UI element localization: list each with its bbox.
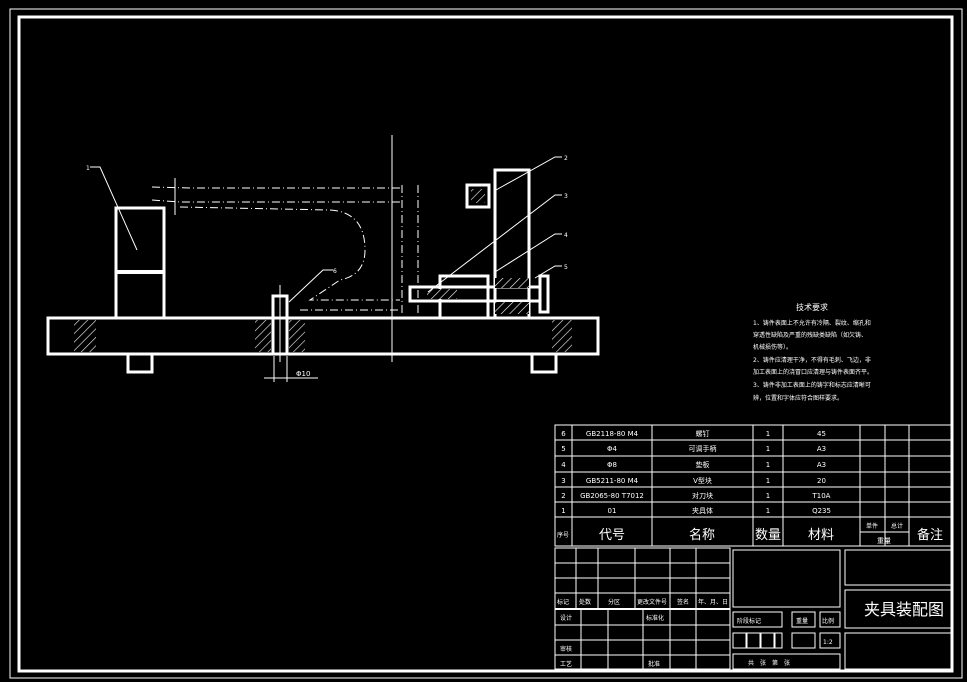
weight-label: 重量 (796, 617, 808, 625)
parts-cell-qty: 1 (766, 492, 770, 500)
rev-header-docno: 更改文件号 (637, 598, 667, 606)
balloon-6: 6 (333, 268, 337, 275)
parts-cell-code: 01 (608, 507, 617, 515)
tech-req-line: 辨，位置和字体应符合图样要求。 (753, 394, 843, 402)
balloon-5: 5 (564, 264, 568, 271)
rev-header-date: 年、月、日 (698, 598, 728, 606)
sheet-count: 共 张 第 张 (748, 659, 790, 667)
parts-cell-qty: 1 (766, 430, 770, 438)
parts-cell-code: Φ4 (607, 445, 618, 453)
tech-req-line: 加工表面上的浇冒口应清理与铸件表面齐平。 (753, 368, 873, 376)
parts-cell-material: Q235 (812, 507, 831, 515)
parts-cell-name: 可调手柄 (689, 444, 717, 453)
parts-header-remark: 备注 (917, 527, 943, 543)
parts-cell-qty: 1 (766, 445, 770, 453)
rev-header-sign: 签名 (677, 598, 689, 606)
parts-cell-material: A3 (817, 445, 826, 453)
tech-req-line: 2、铸件应清理干净，不得有毛刺、飞边，非 (753, 356, 871, 364)
outer-frame (9, 8, 963, 679)
technical-requirements: 技术要求 1、铸件表面上不允许有冷隔、裂纹、缩孔和 穿透性缺陷及严重的残缺类缺陷… (753, 302, 873, 402)
parts-header-single: 单件 (866, 522, 878, 530)
dimension-phi10: Φ10 (296, 370, 310, 378)
rev-header-mark: 标记 (557, 598, 569, 606)
rev-header-count: 处数 (579, 598, 591, 606)
parts-cell-no: 6 (561, 430, 566, 438)
balloon-1: 1 (86, 165, 90, 172)
tech-req-line: 穿透性缺陷及严重的残缺类缺陷（如欠铸、 (753, 331, 867, 339)
parts-cell-code: GB2065-80 T7012 (580, 492, 644, 500)
parts-cell-material: A3 (817, 461, 826, 469)
parts-header-name: 名称 (689, 527, 715, 543)
parts-cell-name: 螺钉 (696, 429, 710, 438)
parts-cell-qty: 1 (766, 461, 770, 469)
inner-frame (17, 15, 954, 673)
parts-cell-no: 1 (561, 507, 565, 515)
drawing-title: 夹具装配图 (864, 600, 944, 619)
parts-cell-no: 4 (561, 461, 566, 469)
parts-cell-code: Φ8 (607, 461, 617, 469)
balloon-3: 3 (564, 193, 568, 200)
tech-req-line: 机械损伤等）。 (753, 343, 792, 351)
scale-label: 比例 (822, 617, 834, 625)
tech-req-title: 技术要求 (796, 302, 828, 312)
parts-header-no: 序号 (557, 531, 569, 539)
parts-cell-name: V型块 (693, 476, 712, 485)
parts-header-qty: 数量 (755, 528, 781, 543)
design-label: 设计 (560, 614, 572, 622)
parts-header-total: 总计 (891, 522, 903, 530)
review-label: 审核 (560, 645, 572, 653)
parts-cell-qty: 1 (766, 507, 770, 515)
tech-req-line: 1、铸件表面上不允许有冷隔、裂纹、缩孔和 (753, 319, 871, 327)
parts-header-code: 代号 (599, 528, 625, 543)
parts-cell-code: GB5211-80 M4 (586, 477, 639, 485)
approve-label: 批准 (648, 660, 660, 668)
parts-header-weight: 重量 (877, 537, 891, 545)
parts-cell-qty: 1 (766, 477, 770, 485)
tech-req-line: 3、铸件非加工表面上的铸字和标志应清晰可 (753, 381, 871, 389)
parts-cell-name: 对刀块 (692, 491, 713, 500)
parts-cell-no: 5 (561, 445, 565, 453)
parts-cell-material: 45 (817, 430, 826, 438)
balloon-2: 2 (564, 155, 568, 162)
title-block: 标记 处数 分区 更改文件号 签名 年、月、日 设计 标准化 审核 工艺 批准 … (554, 547, 952, 670)
parts-cell-material: T10A (812, 492, 831, 500)
parts-cell-no: 2 (561, 492, 565, 500)
parts-cell-name: 垫板 (696, 460, 710, 469)
balloon-4: 4 (564, 232, 568, 239)
parts-header-material: 材料 (808, 528, 834, 543)
process-label: 工艺 (560, 660, 572, 668)
standardization-label: 标准化 (646, 614, 664, 622)
assembly-view: 1 2 3 4 5 6 Φ10 (46, 135, 600, 382)
parts-cell-no: 3 (561, 477, 565, 485)
stage-mark-label: 阶段标记 (737, 617, 761, 625)
parts-cell-material: 20 (817, 477, 826, 485)
parts-cell-name: 夹具体 (692, 506, 713, 515)
scale-value: 1:2 (823, 639, 833, 646)
parts-cell-code: GB2118-80 M4 (586, 430, 639, 438)
rev-header-zone: 分区 (608, 598, 620, 606)
